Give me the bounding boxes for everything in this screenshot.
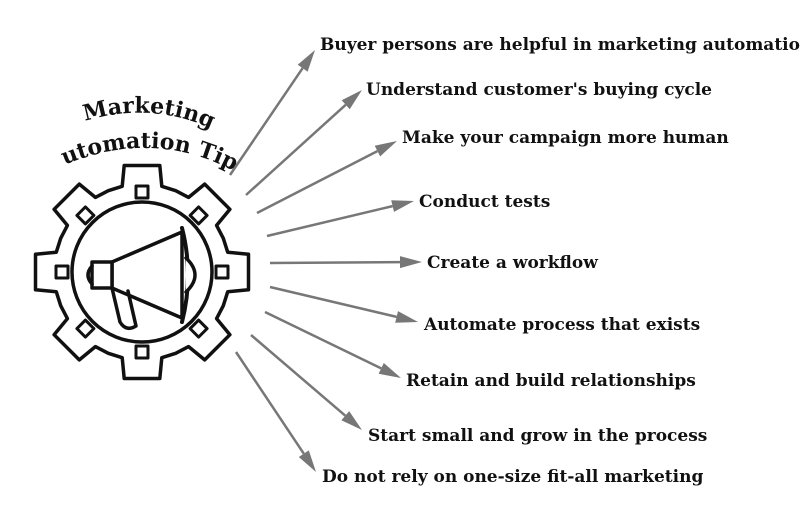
tip-label-3: Make your campaign more human	[402, 128, 729, 148]
diagram-title-line-2: Automation Tips	[0, 0, 242, 176]
arrow-line-9	[234, 351, 305, 455]
arrow-head-1	[297, 50, 315, 72]
arrow-line-2	[245, 103, 347, 196]
tip-labels: Buyer persons are helpful in marketing a…	[320, 35, 800, 487]
tip-label-5: Create a workflow	[427, 253, 598, 273]
gear-square	[188, 205, 209, 226]
tip-label-2: Understand customer's buying cycle	[366, 80, 712, 100]
gear-outline	[33, 163, 251, 381]
gear-square	[54, 264, 70, 280]
tip-label-7: Retain and build relationships	[406, 371, 696, 391]
gear-square	[75, 205, 96, 226]
arrow-head-5	[400, 256, 422, 269]
arrow-line-7	[264, 310, 382, 370]
gear-square	[134, 344, 150, 360]
arrow-line-6	[269, 285, 397, 319]
arrow-head-8	[341, 411, 362, 430]
gear-inner-ring	[70, 200, 214, 344]
arrow-head-4	[391, 200, 414, 212]
gear-square	[75, 318, 96, 339]
megaphone-icon	[86, 226, 197, 330]
arrow-head-6	[395, 311, 418, 323]
arrow-line-8	[250, 334, 347, 417]
tip-arrows	[228, 50, 422, 472]
arrow-line-3	[256, 149, 378, 215]
arrow-head-9	[298, 450, 316, 472]
tip-label-6: Automate process that exists	[423, 315, 700, 335]
arrow-line-5	[269, 260, 401, 265]
tip-label-4: Conduct tests	[419, 192, 550, 212]
arrow-head-2	[341, 90, 362, 110]
arrow-head-7	[378, 363, 401, 378]
gear-square	[134, 184, 150, 200]
gear-square	[214, 264, 230, 280]
diagram-title-line-1: Marketing	[80, 93, 219, 134]
tip-label-8: Start small and grow in the process	[368, 426, 707, 446]
arrow-line-4	[266, 204, 393, 238]
arrow-head-3	[374, 141, 397, 157]
tip-label-9: Do not rely on one-size fit-all marketin…	[322, 467, 703, 487]
gear-icon	[33, 163, 251, 381]
arrow-line-1	[228, 67, 304, 176]
tip-label-1: Buyer persons are helpful in marketing a…	[320, 35, 800, 55]
gear-square	[188, 318, 209, 339]
